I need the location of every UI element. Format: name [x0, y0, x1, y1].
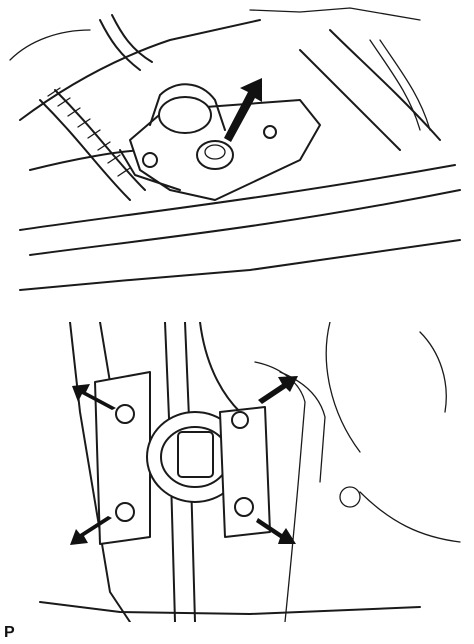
- arrow-icon: [224, 78, 262, 142]
- bolt-icon: [115, 502, 135, 522]
- top-illustration-svg: [9, 7, 461, 291]
- bolt-icon: [231, 411, 249, 429]
- figure-code: P: [4, 624, 16, 641]
- arrow-icon: [72, 384, 116, 410]
- bottom-illustration-svg: [39, 322, 461, 622]
- arrow-icon: [256, 518, 296, 544]
- top-illustration: [0, 0, 474, 302]
- bolt-icon: [234, 497, 254, 517]
- arrow-icon: [70, 516, 112, 545]
- arrow-icon: [258, 376, 298, 404]
- transmission-mount: [94, 361, 326, 622]
- corrugated-hose: [39, 14, 153, 201]
- mount-bolt: [196, 140, 234, 170]
- bolt-icon: [115, 404, 135, 424]
- bottom-illustration: [0, 322, 474, 622]
- engine-bay-outline: [9, 7, 461, 291]
